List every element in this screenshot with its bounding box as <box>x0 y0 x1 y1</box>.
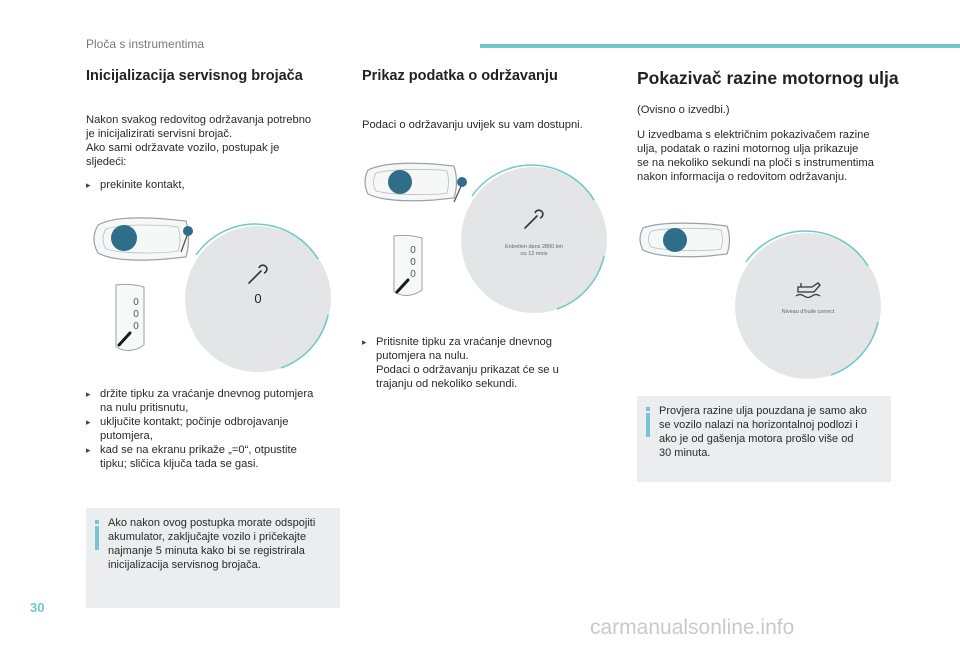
page-number: 30 <box>30 600 45 615</box>
col3-intro-text: U izvedbama s električnim pokazivačem ra… <box>637 129 874 183</box>
display-text-line: Entretien dans 2800 km <box>505 244 564 250</box>
odometer-button: 0 0 0 <box>115 283 145 351</box>
odo-digit: 0 <box>410 269 416 280</box>
header-accent-bar <box>480 44 960 48</box>
bullet-item: uključite kontakt; počinje odbrojavanje … <box>86 415 348 443</box>
col2-bullets: Pritisnite tipku za vraćanje dnevnog put… <box>362 335 612 391</box>
odo-digit: 0 <box>133 297 139 308</box>
bullet-item: Pritisnite tipku za vraćanje dnevnog put… <box>362 335 612 391</box>
section-heading-service-reset: Inicijalizacija servisnog brojača <box>86 68 303 84</box>
col3-intro-note: (Ovisno o izvedbi.) <box>637 104 730 116</box>
wrench-icon <box>117 331 132 347</box>
info-note-text: Ako nakon ovog postupka morate odspojiti… <box>108 517 316 571</box>
odo-digit: 0 <box>133 321 139 332</box>
wrench-icon <box>248 264 268 284</box>
illustration-service-reset: 0 0 0 0 <box>93 217 331 372</box>
section-heading-maintenance-info: Prikaz podatka o održavanju <box>362 68 558 84</box>
info-note-text: Provjera razine ulja pouzdana je samo ak… <box>659 405 867 459</box>
col1-intro-text: Nakon svakog redovitog održavanja potreb… <box>86 114 312 168</box>
display-text: Niveau d'huile correct <box>782 309 835 315</box>
reset-stalk <box>93 217 190 261</box>
watermark-text: carmanualsonline.info <box>590 616 795 639</box>
col2-intro-text: Podaci o održavanju uvijek su vam dostup… <box>362 119 583 131</box>
col1-bullets-top: prekinite kontakt, <box>86 178 346 192</box>
odo-digit: 0 <box>133 309 139 320</box>
illustration-maintenance-info: 0 0 0 Entretien dans 2800 km ou 12 mois <box>364 162 607 313</box>
instrument-dial: Niveau d'huile correct <box>735 230 881 379</box>
col1-bullets: držite tipku za vraćanje dnevnog putomje… <box>86 387 348 471</box>
info-note-box: Provjera razine ulja pouzdana je samo ak… <box>637 396 891 482</box>
illustration-oil-level: Niveau d'huile correct <box>639 222 881 379</box>
bullet-item: prekinite kontakt, <box>86 178 346 192</box>
display-text-line: ou 12 mois <box>521 251 548 257</box>
info-icon <box>94 520 100 550</box>
odometer-button: 0 0 0 <box>393 234 423 296</box>
odo-digit: 0 <box>410 245 416 256</box>
reset-stalk <box>639 222 731 258</box>
bullet-item: držite tipku za vraćanje dnevnog putomje… <box>86 387 348 415</box>
section-heading-oil-level: Pokazivač razine motornog ulja <box>637 68 899 88</box>
oil-can-icon <box>795 282 821 299</box>
wrench-icon <box>395 278 410 294</box>
odo-digit: 0 <box>410 257 416 268</box>
instrument-dial: 0 <box>185 223 331 372</box>
running-header: Ploča s instrumentima <box>86 37 205 51</box>
bullet-item: kad se na ekranu prikaže „=0“, otpustite… <box>86 443 348 471</box>
wrench-icon <box>524 209 544 229</box>
instrument-dial: Entretien dans 2800 km ou 12 mois <box>461 164 607 313</box>
info-icon <box>645 407 651 437</box>
arrow-icon <box>453 177 467 203</box>
display-value: 0 <box>254 291 261 306</box>
info-note-box: Ako nakon ovog postupka morate odspojiti… <box>86 508 340 608</box>
arrow-icon <box>180 226 193 253</box>
reset-stalk <box>364 162 458 202</box>
